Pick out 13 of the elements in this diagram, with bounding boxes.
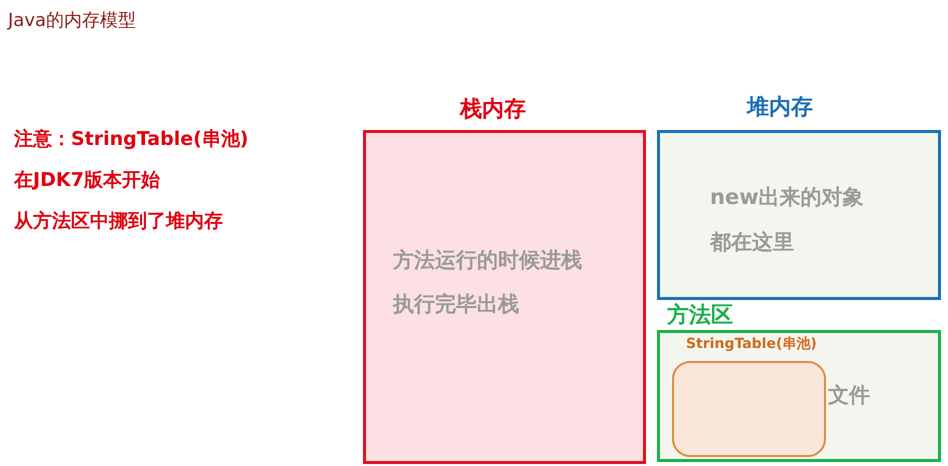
description-text: 都在这里 [710, 229, 794, 256]
note-text: 从方法区中挪到了堆内存 [14, 209, 223, 234]
region-heading: StringTable(串池) [686, 335, 817, 353]
region-heading: 栈内存 [460, 96, 526, 124]
note-text: 注意：StringTable(串池) [14, 127, 248, 152]
description-text: new出来的对象 [710, 184, 864, 211]
region-heading: 堆内存 [747, 94, 813, 122]
note-text: 在JDK7版本开始 [14, 168, 160, 193]
diagram-title: Java的内存模型 [8, 9, 136, 32]
description-text: 文件 [828, 382, 870, 409]
description-text: 方法运行的时候进栈 [393, 247, 582, 274]
description-text: 执行完毕出栈 [393, 291, 519, 318]
region-heading: 方法区 [667, 302, 733, 330]
